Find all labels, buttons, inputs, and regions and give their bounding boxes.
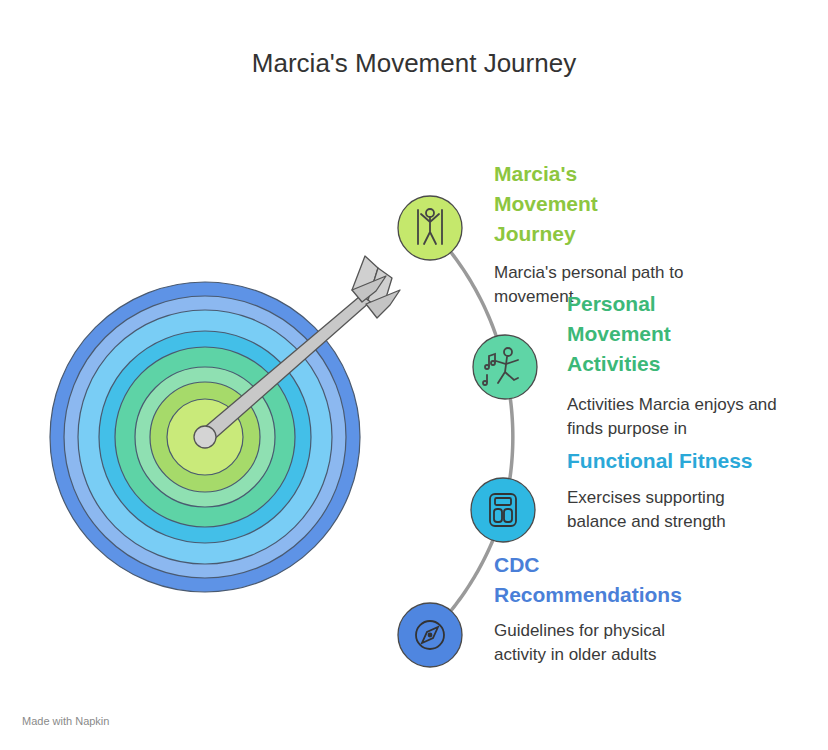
node-description: Exercises supporting balance and strengt…	[567, 486, 772, 534]
arc-connector	[452, 541, 493, 610]
node-heading: CDC Recommendations	[494, 550, 709, 610]
target-rings	[50, 282, 360, 592]
node-heading: Personal Movement Activities	[567, 289, 707, 379]
arc-connector	[510, 400, 513, 478]
node-description: Activities Marcia enjoys and finds purpo…	[567, 393, 792, 441]
node-circle	[470, 477, 536, 543]
watermark: Made with Napkin	[22, 715, 109, 727]
diagram-title: Marcia's Movement Journey	[0, 48, 828, 79]
node-description: Guidelines for physical activity in olde…	[494, 619, 704, 667]
node-heading: Functional Fitness	[567, 446, 807, 476]
stage-node: Functional FitnessExercises supporting b…	[470, 477, 536, 543]
arrow	[194, 256, 400, 448]
node-circle	[472, 334, 538, 400]
node-heading: Marcia's Movement Journey	[494, 159, 634, 249]
arc-connector	[452, 253, 496, 335]
stage-node: CDC RecommendationsGuidelines for physic…	[397, 602, 463, 668]
stage-node: Marcia's Movement JourneyMarcia's person…	[397, 195, 463, 261]
node-circle	[397, 195, 463, 261]
stage-node: Personal Movement ActivitiesActivities M…	[472, 334, 538, 400]
node-circle	[397, 602, 463, 668]
